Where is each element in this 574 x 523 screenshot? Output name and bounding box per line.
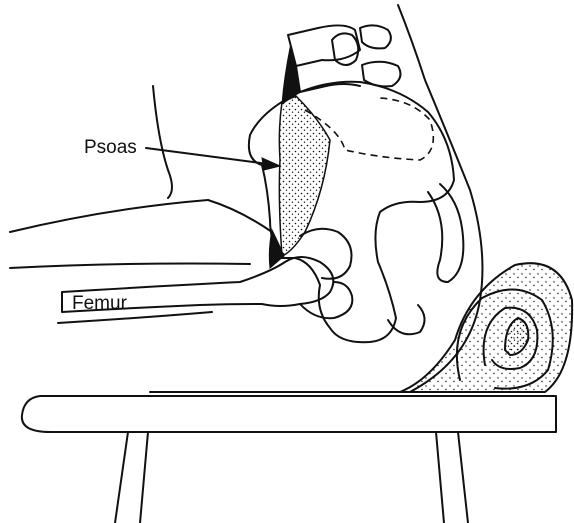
rolled-towel: [400, 263, 572, 392]
psoas-muscle: [269, 48, 330, 268]
femur-label: Femur: [72, 293, 128, 314]
psoas-label: Psoas: [84, 137, 137, 158]
table: [22, 396, 556, 523]
